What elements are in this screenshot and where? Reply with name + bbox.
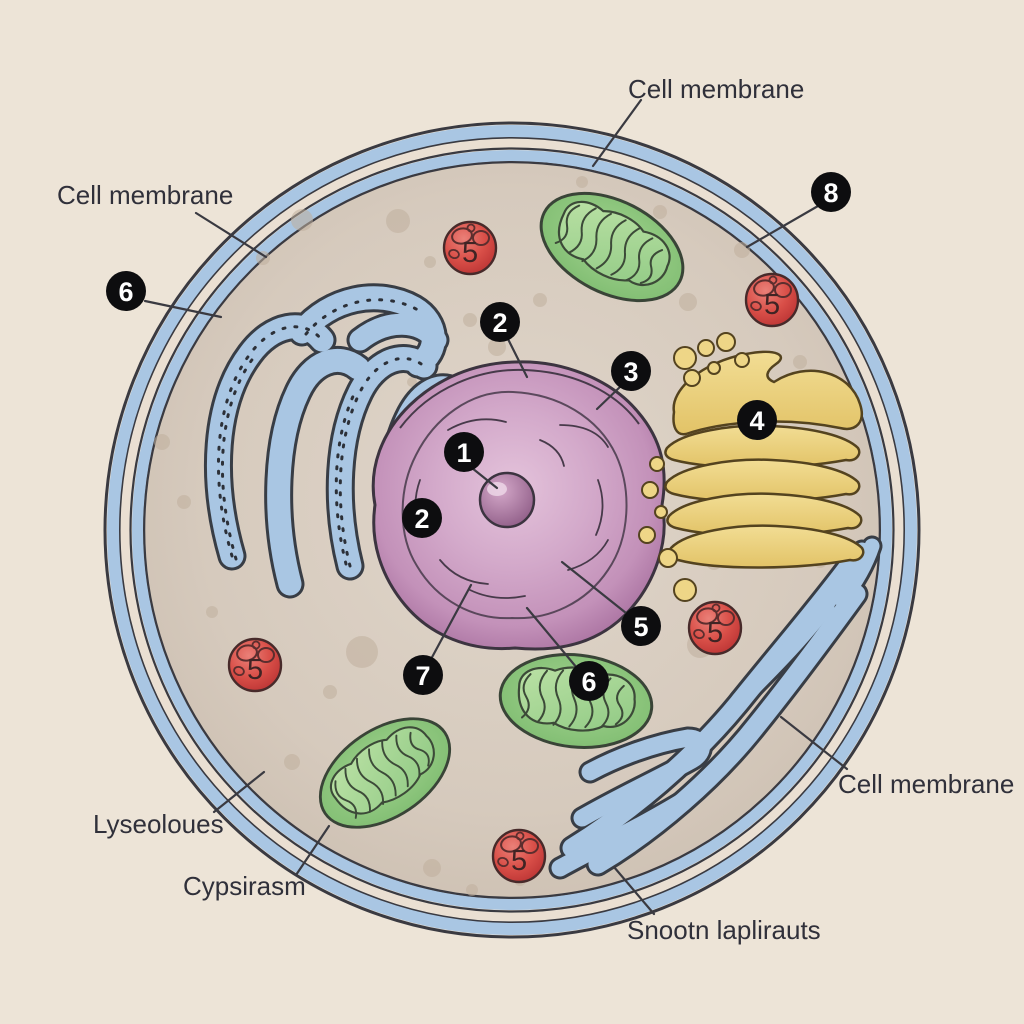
number-badge-4: 4: [737, 400, 777, 440]
cell-membrane-outer-band: [107, 125, 917, 935]
membrane-gap: [121, 139, 903, 921]
number-badge-7: 7: [403, 655, 443, 695]
badge-number: 7: [415, 661, 430, 691]
golgi-vesicles: [638, 332, 750, 632]
badge-number: 5: [633, 612, 648, 642]
leader-badge-6-center: [525, 606, 579, 670]
lysosome: [227, 637, 283, 693]
nuclear-envelope-inner-line: [399, 368, 640, 429]
leader-badge-2-top: [506, 337, 529, 379]
badge-number: 4: [749, 406, 764, 436]
badge-number: 2: [492, 308, 507, 338]
label-cytoplasm: Cypsirasm: [183, 871, 306, 901]
nucleus: [371, 360, 666, 651]
membrane-line: [129, 147, 895, 913]
number-badge-1: 1: [444, 432, 484, 472]
membrane-outline: [103, 121, 921, 939]
number-badge-8: 8: [811, 172, 851, 212]
cytoplasm-granules: [154, 176, 854, 896]
number-badge-6-center: 6: [569, 661, 609, 701]
badge-number: 8: [823, 178, 838, 208]
lysosome: [744, 272, 800, 328]
number-badge-5: 5: [621, 606, 661, 646]
leader-badge-8: [745, 204, 820, 249]
nuclear-inner-membrane: [401, 390, 628, 620]
lysosome: [442, 220, 498, 276]
badge-number: 6: [118, 277, 133, 307]
leader-lysosome-label: [212, 770, 266, 814]
badge-number: 2: [414, 504, 429, 534]
label-lysosome: Lyseoloues: [93, 809, 224, 839]
number-badge-6-left: 6: [106, 271, 146, 311]
leader-smooth-er-label: [612, 865, 656, 916]
lysosome: [687, 600, 743, 656]
leader-badge-6-left: [143, 299, 223, 319]
label-cell-membrane-left: Cell membrane: [57, 180, 233, 210]
badge-number: 3: [623, 357, 638, 387]
label-cell-membrane-top: Cell membrane: [628, 74, 804, 104]
leader-badge-7: [428, 583, 473, 663]
leader-cytoplasm-label: [294, 824, 331, 877]
label-cell-membrane-right: Cell membrane: [838, 769, 1014, 799]
leader-badge-3: [595, 384, 623, 411]
leader-badge-1: [470, 466, 499, 490]
cell-membrane-inner-band: [132, 150, 892, 910]
leader-badge-5: [560, 560, 628, 615]
badge-number: 1: [456, 438, 471, 468]
leader-cell-membrane-left: [194, 211, 268, 259]
label-smooth-er: Snootn laplirauts: [627, 915, 821, 945]
membrane-line: [118, 136, 906, 924]
number-badge-2-left: 2: [402, 498, 442, 538]
lysosome: [491, 828, 547, 884]
leader-cell-membrane-right: [779, 715, 849, 771]
badge-number: 6: [581, 667, 596, 697]
number-badge-2-top: 2: [480, 302, 520, 342]
number-badge-3: 3: [611, 351, 651, 391]
leader-cell-membrane-top: [591, 98, 643, 168]
leader-lines: [143, 98, 849, 916]
